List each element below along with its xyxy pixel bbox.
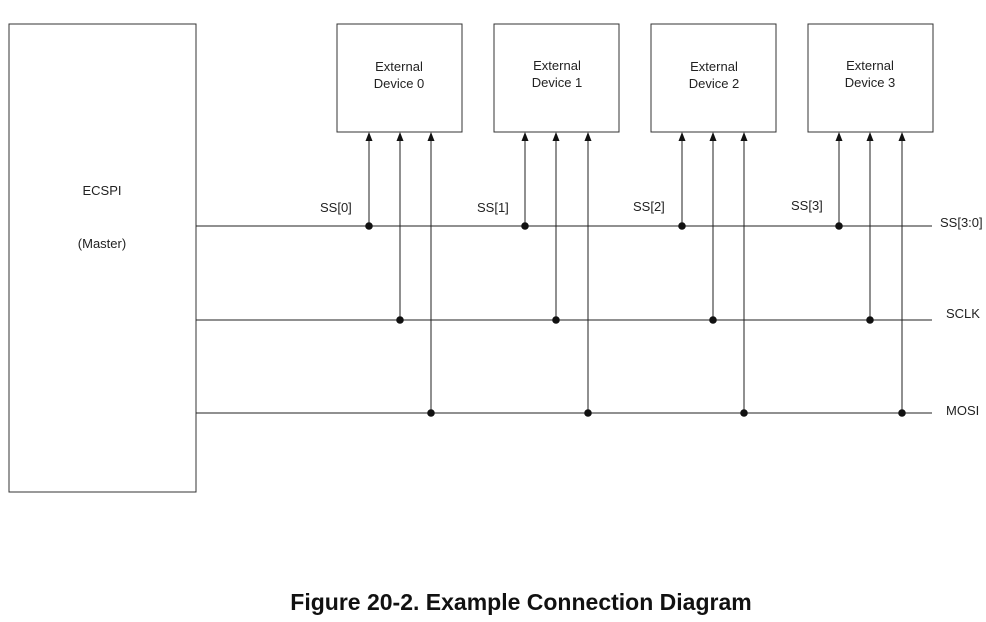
device-label-line1: External (846, 58, 894, 73)
junction-dot (365, 222, 373, 230)
ss-label: SS[0] (320, 200, 352, 215)
master-name: ECSPI (82, 183, 121, 198)
device-3: External Device 3 SS[3] (791, 23, 934, 417)
arrowhead (521, 132, 529, 141)
device-label-line2: Device 0 (374, 76, 425, 91)
device-label-line1: External (375, 59, 423, 74)
junction-dot (584, 409, 592, 417)
arrowhead (898, 132, 906, 141)
ss-label: SS[2] (633, 199, 665, 214)
master-block (8, 23, 197, 493)
device-label-line1: External (533, 58, 581, 73)
arrowhead (427, 132, 435, 141)
bus-label-mosi: MOSI (946, 403, 979, 418)
device-label-line2: Device 3 (845, 75, 896, 90)
junction-dot (898, 409, 906, 417)
junction-dot (427, 409, 435, 417)
junction-dot (396, 316, 404, 324)
junction-dot (552, 316, 560, 324)
device-label-line1: External (690, 59, 738, 74)
junction-dot (521, 222, 529, 230)
device-box (650, 23, 777, 133)
junction-dot (835, 222, 843, 230)
device-box (493, 23, 620, 133)
junction-dot (709, 316, 717, 324)
bus-label-ss: SS[3:0] (940, 215, 983, 230)
master-role: (Master) (78, 236, 126, 251)
ss-label: SS[3] (791, 198, 823, 213)
ss-label: SS[1] (477, 200, 509, 215)
arrowhead (709, 132, 717, 141)
arrowhead (584, 132, 592, 141)
device-1: External Device 1 SS[1] (477, 23, 620, 417)
bus-label-sclk: SCLK (946, 306, 980, 321)
junction-dot (678, 222, 686, 230)
junction-dot (740, 409, 748, 417)
arrowhead (866, 132, 874, 141)
arrowhead (835, 132, 843, 141)
arrowhead (396, 132, 404, 141)
device-box (336, 23, 463, 133)
device-0: External Device 0 SS[0] (320, 23, 463, 417)
arrowhead (552, 132, 560, 141)
arrowhead (365, 132, 373, 141)
arrowhead (740, 132, 748, 141)
device-box (807, 23, 934, 133)
figure-caption: Figure 20-2. Example Connection Diagram (290, 589, 751, 615)
device-label-line2: Device 1 (532, 75, 583, 90)
device-2: External Device 2 SS[2] (633, 23, 777, 417)
device-label-line2: Device 2 (689, 76, 740, 91)
junction-dot (866, 316, 874, 324)
arrowhead (678, 132, 686, 141)
